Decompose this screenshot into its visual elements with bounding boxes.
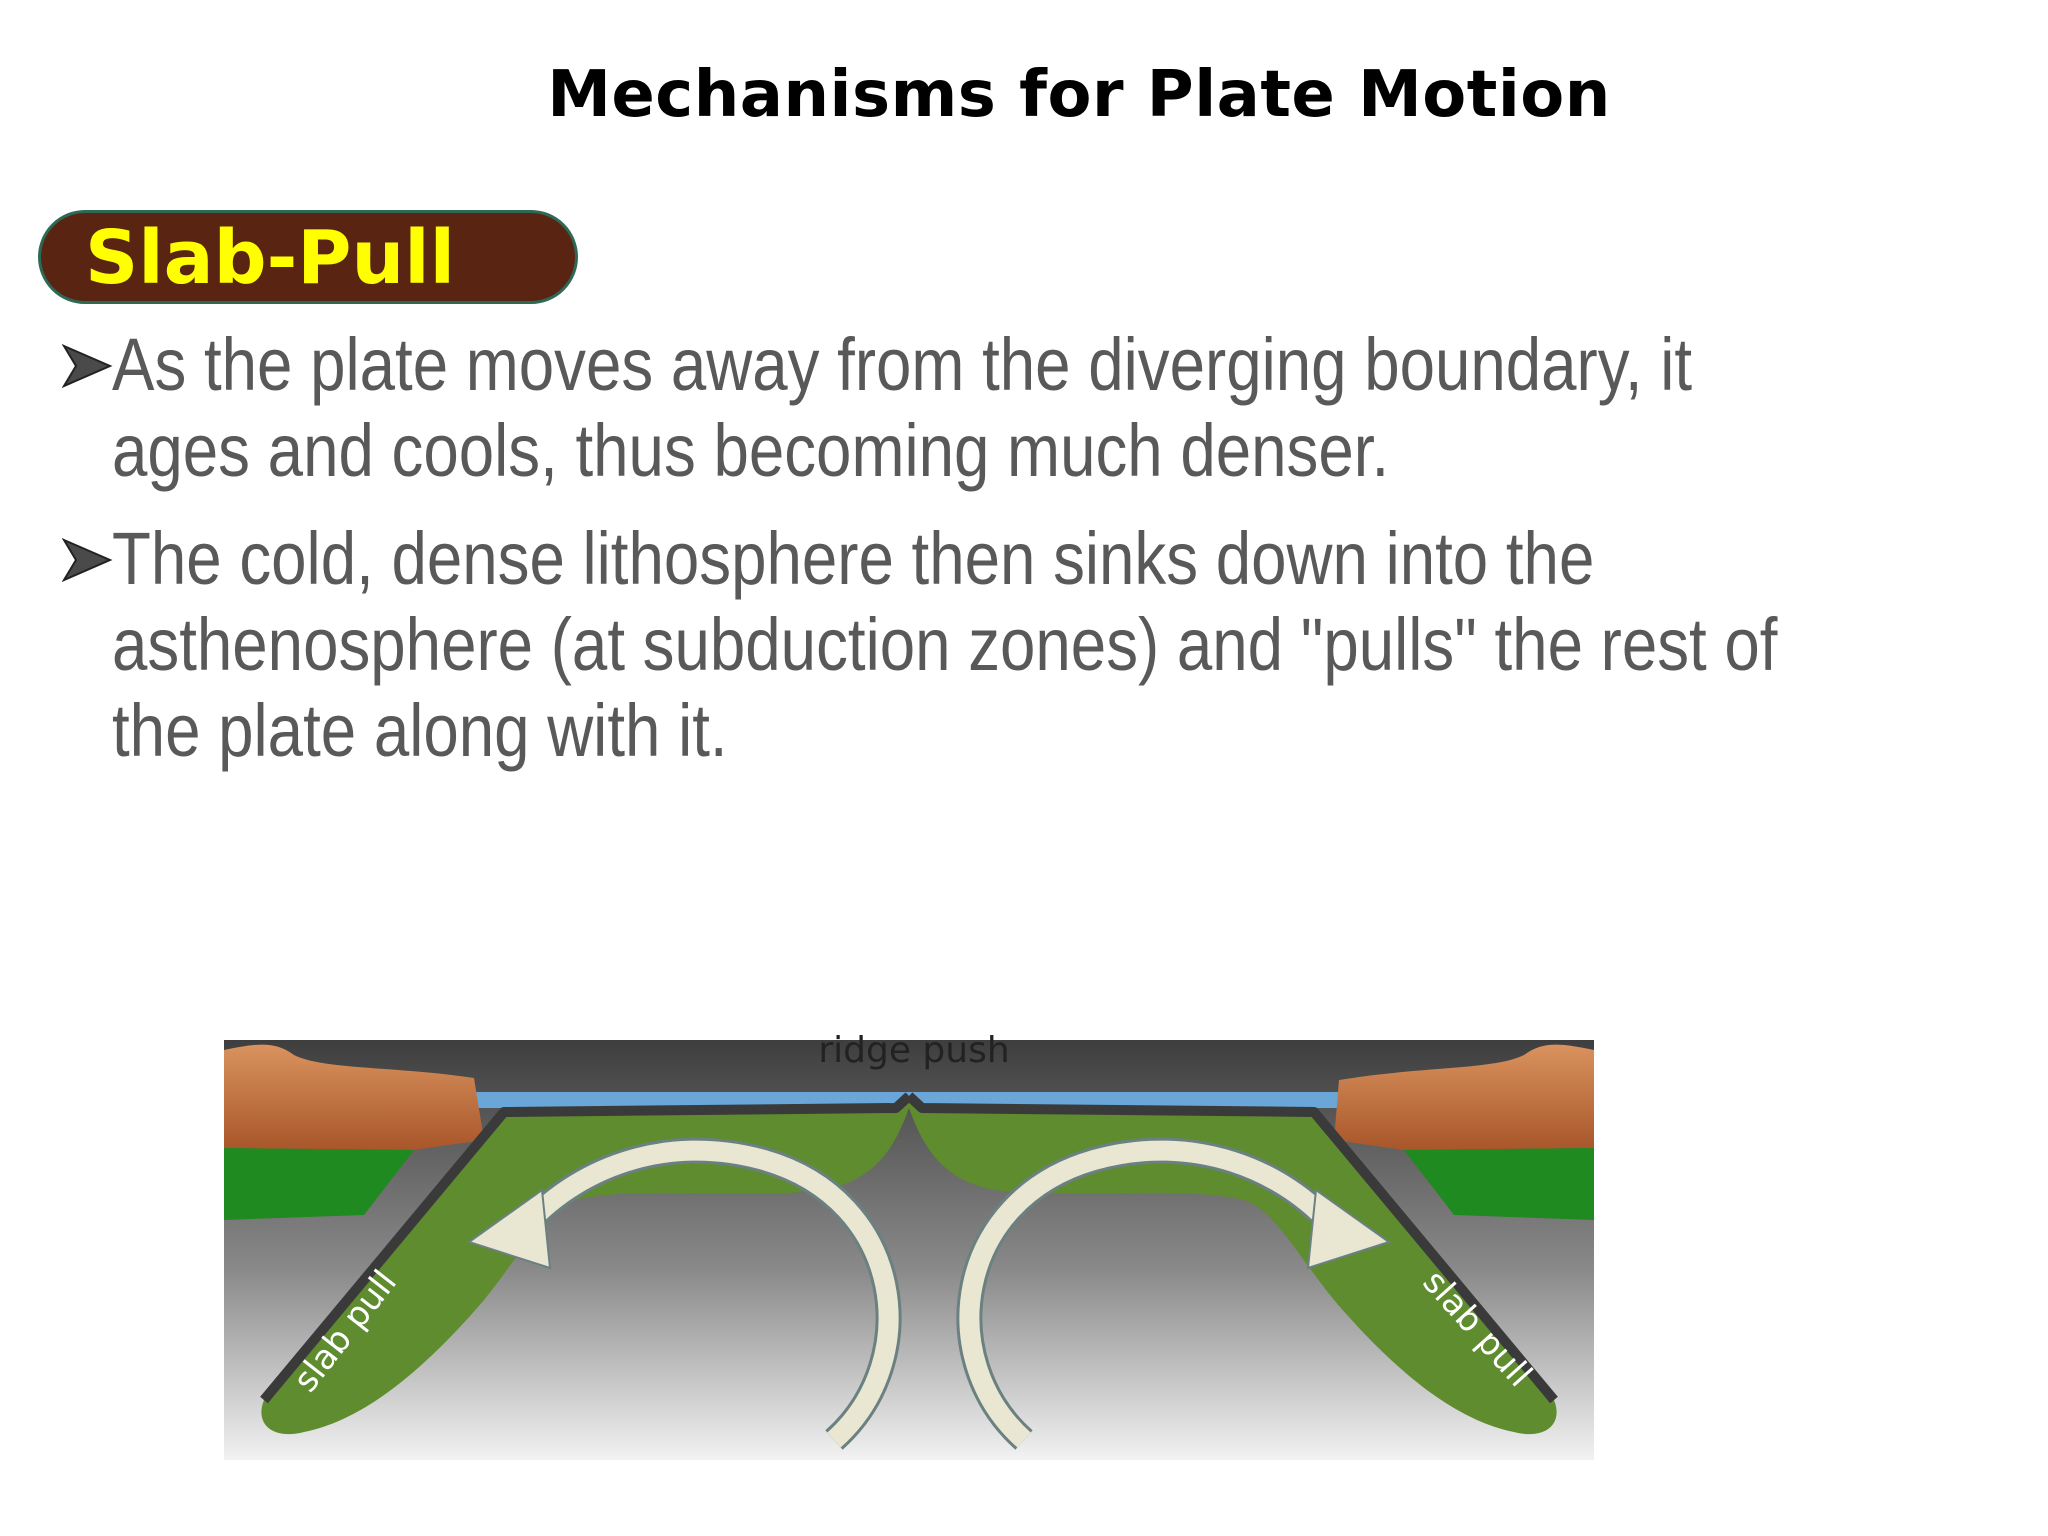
arrow-bullet-icon bbox=[62, 344, 113, 388]
bullet-line: the plate along with it. bbox=[112, 689, 728, 772]
bullet-line: The cold, dense lithosphere then sinks d… bbox=[112, 517, 1595, 600]
bullet-item: The cold, dense lithosphere then sinks d… bbox=[62, 516, 1962, 774]
left-plate-edge bbox=[260, 1092, 913, 1404]
section-label-pill: Slab-Pull bbox=[38, 210, 578, 304]
bullet-line: As the plate moves away from the divergi… bbox=[112, 323, 1693, 406]
right-plate bbox=[909, 1102, 1557, 1435]
right-convection-arrow bbox=[956, 1137, 1392, 1450]
slab-pull-diagram: ridge push slab pull slab pull bbox=[224, 1030, 1594, 1460]
bullet-item: As the plate moves away from the divergi… bbox=[62, 322, 1962, 494]
ridge-push-label: ridge push bbox=[818, 1030, 1009, 1071]
bullet-list: As the plate moves away from the divergi… bbox=[62, 322, 1962, 796]
bullet-text: As the plate moves away from the divergi… bbox=[112, 322, 1918, 494]
left-plate bbox=[261, 1102, 910, 1435]
bullet-line: asthenosphere (at subduction zones) and … bbox=[112, 603, 1778, 686]
section-label: Slab-Pull bbox=[85, 215, 455, 301]
bullet-text: The cold, dense lithosphere then sinks d… bbox=[112, 516, 1918, 774]
left-convection-arrow bbox=[466, 1137, 902, 1450]
left-continent bbox=[224, 1044, 484, 1220]
arrow-bullet-icon bbox=[62, 538, 113, 582]
right-continent bbox=[1334, 1044, 1594, 1220]
right-plate-edge bbox=[905, 1092, 1558, 1404]
slide-title: Mechanisms for Plate Motion bbox=[547, 58, 1611, 132]
bullet-line: ages and cools, thus becoming much dense… bbox=[112, 409, 1390, 492]
